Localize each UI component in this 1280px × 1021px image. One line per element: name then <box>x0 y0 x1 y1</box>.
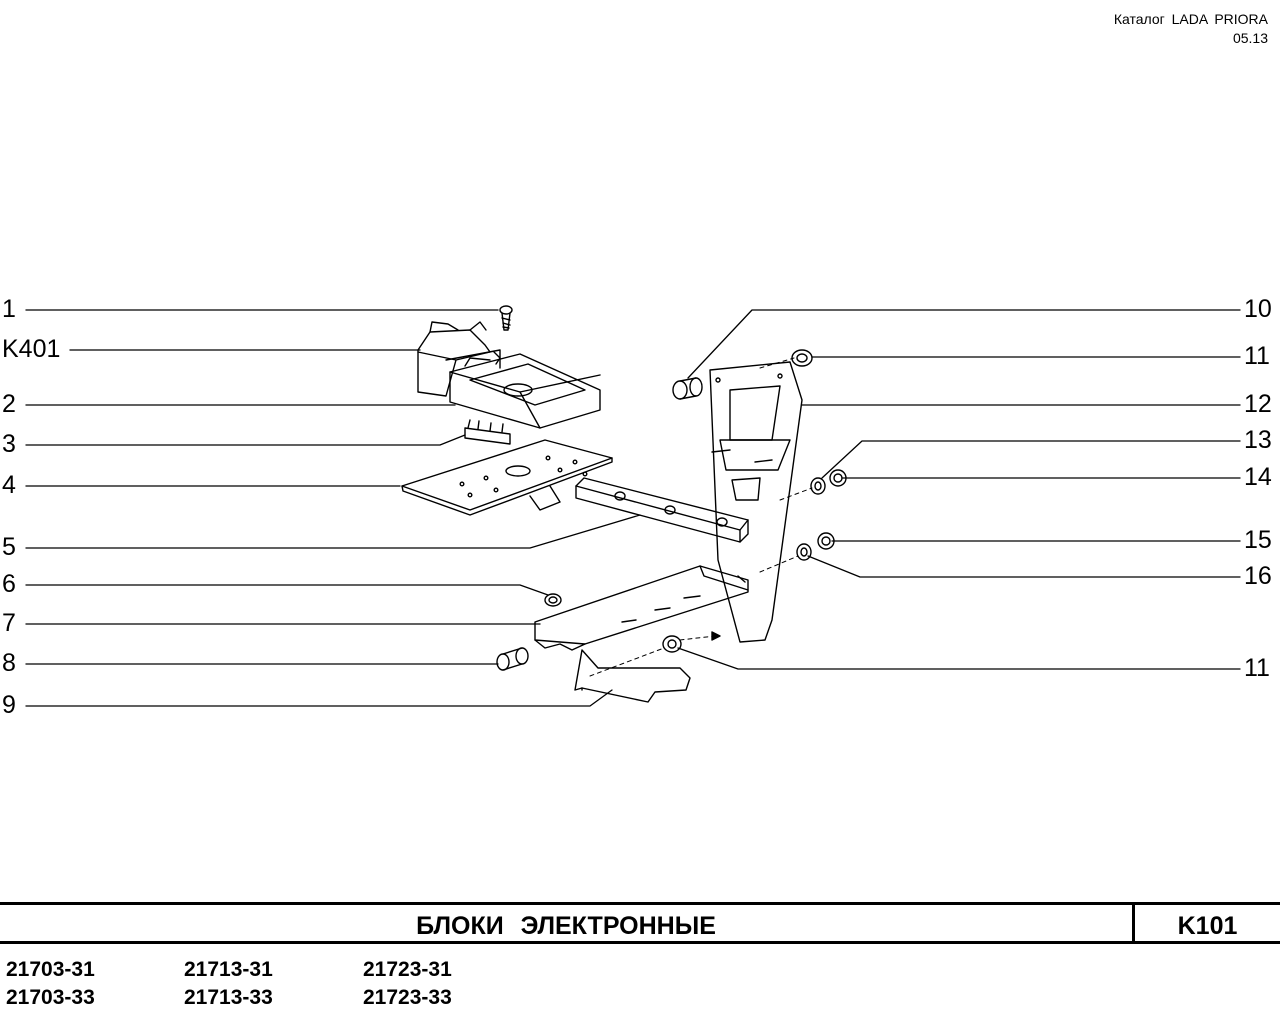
callout-k401: K401 <box>2 335 61 363</box>
mounting-plate-part <box>401 439 613 516</box>
callout-3: 3 <box>2 430 16 458</box>
callout-9: 9 <box>2 691 16 719</box>
arrow-head-icon <box>711 631 721 641</box>
callout-5: 5 <box>2 533 16 561</box>
catalog-header: Каталог LADA PRIORA 05.13 <box>1114 10 1268 48</box>
model-code: 21713-33 <box>184 986 273 1009</box>
assembly-lines <box>589 357 813 677</box>
support-bracket-part <box>574 649 691 703</box>
model-code: 21713-31 <box>184 958 273 981</box>
bushing-part <box>496 647 529 671</box>
section-code: K101 <box>1177 912 1238 940</box>
section-title: БЛОКИ ЭЛЕКТРОННЫЕ <box>416 912 716 940</box>
washer-16-part <box>796 543 812 561</box>
screw-part <box>499 305 513 331</box>
callout-4: 4 <box>2 471 16 499</box>
callout-16: 16 <box>1244 562 1272 590</box>
callout-1: 1 <box>2 295 16 323</box>
nut-14-part <box>829 469 847 487</box>
model-code: 21703-31 <box>6 958 95 981</box>
vertical-bracket-part <box>709 361 803 643</box>
callout-13: 13 <box>1244 426 1272 454</box>
title-divider <box>1132 905 1135 941</box>
title-bar: БЛОКИ ЭЛЕКТРОННЫЕ K101 <box>0 902 1280 944</box>
nut-15-part <box>817 532 835 550</box>
leader-lines-right <box>677 309 1241 670</box>
callout-10: 10 <box>1244 295 1272 323</box>
clip-part <box>464 419 511 445</box>
leader-lines-left <box>25 309 641 707</box>
callout-15: 15 <box>1244 526 1272 554</box>
callout-6: 6 <box>2 570 16 598</box>
callout-14: 14 <box>1244 463 1272 491</box>
callout-11-lower: 11 <box>1244 654 1270 682</box>
callout-2: 2 <box>2 390 16 418</box>
model-code: 21703-33 <box>6 986 95 1009</box>
nut-11-upper-part <box>791 349 813 367</box>
callout-11-upper: 11 <box>1244 342 1270 370</box>
model-code: 21723-33 <box>363 986 452 1009</box>
catalog-name: Каталог LADA PRIORA <box>1113 11 1268 27</box>
callout-7: 7 <box>2 609 16 637</box>
connector-block-part <box>417 321 501 397</box>
bushing-10-part <box>672 377 703 400</box>
ecu-part <box>449 351 601 429</box>
nut-11-lower-part <box>662 635 682 653</box>
catalog-date: 05.13 <box>1232 30 1268 46</box>
callout-12: 12 <box>1244 390 1272 418</box>
model-code: 21723-31 <box>363 958 452 981</box>
lower-bracket-part <box>534 565 749 651</box>
nut-6-part <box>544 593 562 607</box>
callout-8: 8 <box>2 649 16 677</box>
rail-part <box>575 477 749 543</box>
washer-13-part <box>810 477 826 495</box>
